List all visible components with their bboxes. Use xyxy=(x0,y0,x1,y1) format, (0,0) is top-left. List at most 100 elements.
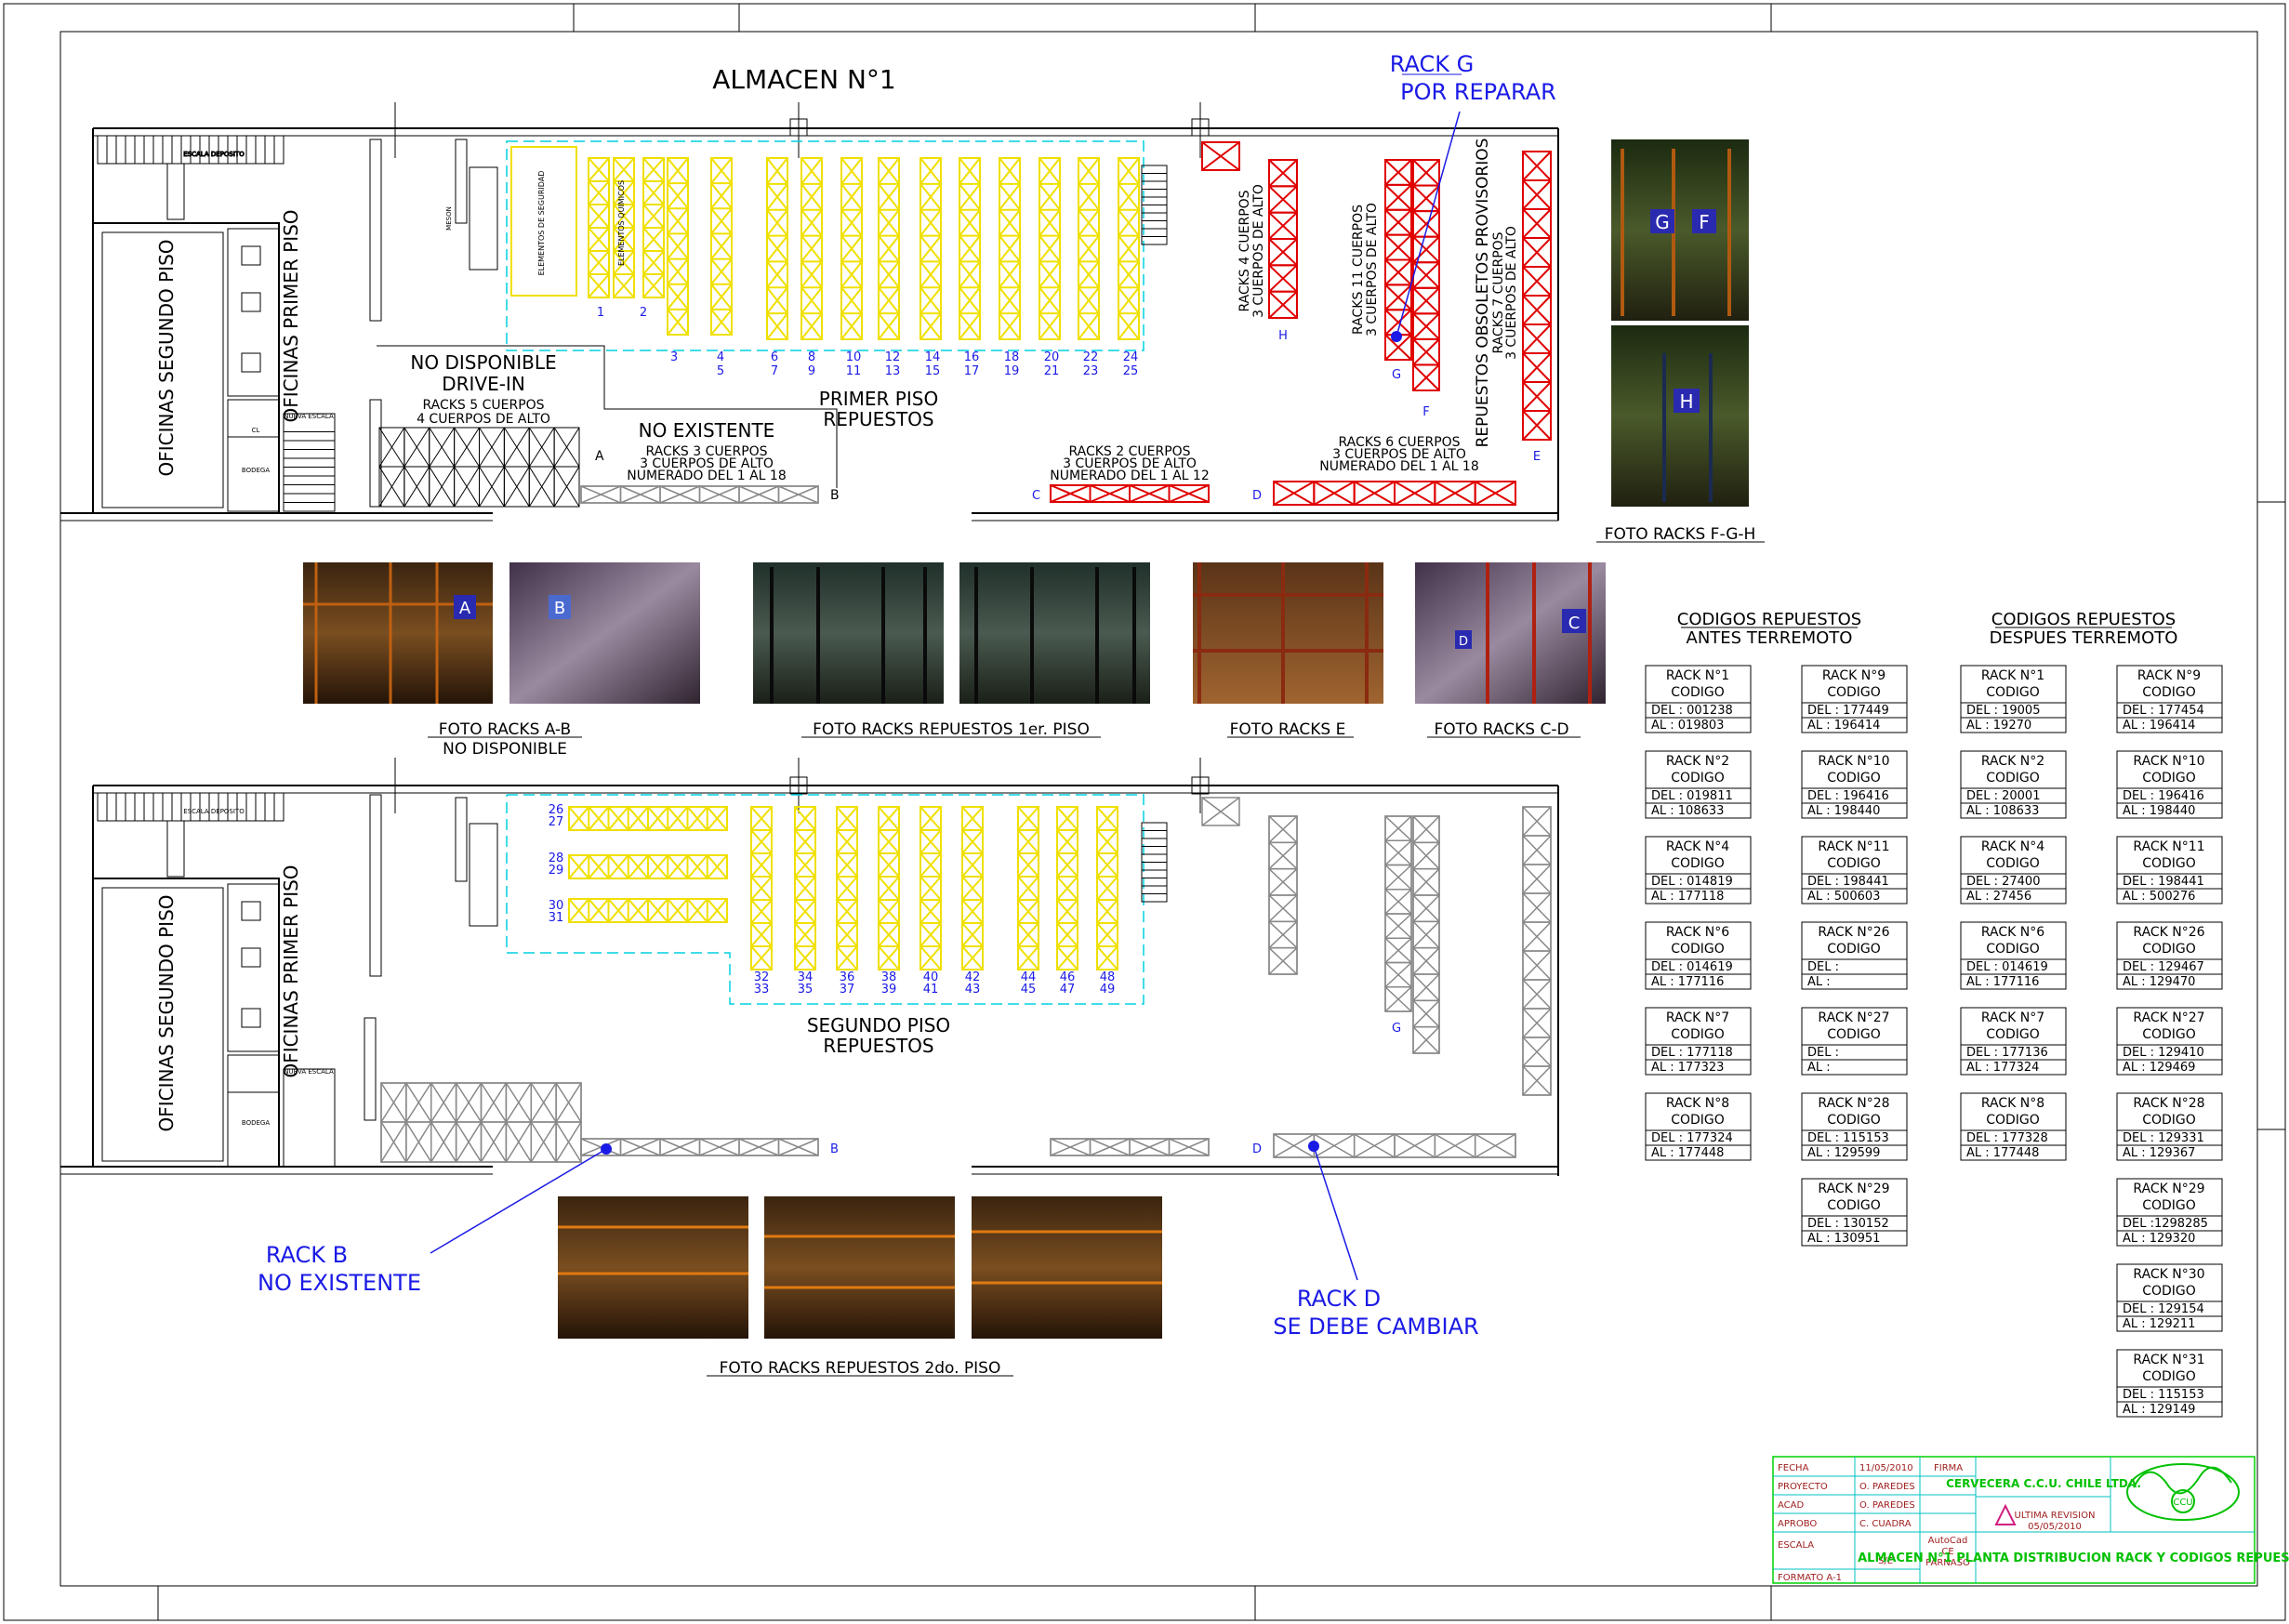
svg-text:ULTIMA REVISION: ULTIMA REVISION xyxy=(2015,1511,2096,1521)
svg-text:CODIGO: CODIGO xyxy=(1827,771,1881,786)
svg-text:AL : 196414: AL : 196414 xyxy=(2123,719,2195,733)
svg-text:AL : 129149: AL : 129149 xyxy=(2123,1403,2195,1417)
rack-number: 49 xyxy=(1100,983,1116,997)
svg-text:RACKS 5 CUERPOS: RACKS 5 CUERPOS xyxy=(422,398,544,413)
no-disponible-label: NO DISPONIBLE xyxy=(410,351,556,374)
svg-text:DEL : 129410: DEL : 129410 xyxy=(2123,1046,2204,1060)
rack-number: 11 xyxy=(846,364,862,378)
floor2-cyan-zone xyxy=(506,794,1144,1005)
svg-text:RACK N°8: RACK N°8 xyxy=(1981,1096,2044,1111)
svg-text:DEL :: DEL : xyxy=(1807,960,1839,974)
rack-number: 44 xyxy=(1021,970,1037,984)
svg-text:DEL : 196416: DEL : 196416 xyxy=(1807,789,1889,803)
rack-number: 19 xyxy=(1004,364,1020,378)
svg-text:11/05/2010: 11/05/2010 xyxy=(1859,1463,1913,1473)
svg-text:RACK N°11: RACK N°11 xyxy=(1818,839,1889,854)
svg-text:RACKS 4 CUERPOS: RACKS 4 CUERPOS xyxy=(1237,190,1252,311)
rack-number: 41 xyxy=(923,983,939,997)
svg-text:DEL : 177118: DEL : 177118 xyxy=(1651,1046,1733,1060)
rack-number: 24 xyxy=(1123,350,1139,364)
photo-gallery: G F H FOTO RACKS F-G-H A B FOTO RACKS A-… xyxy=(303,139,1765,1378)
rack-number: 6 xyxy=(771,350,778,364)
svg-text:RACK N°6: RACK N°6 xyxy=(1981,925,2044,940)
svg-text:CODIGO: CODIGO xyxy=(2142,1369,2196,1384)
title-block: FECHA PROYECTO ACAD APROBO ESCALA FORMAT… xyxy=(1772,1456,2289,1584)
svg-text:4 CUERPOS DE ALTO: 4 CUERPOS DE ALTO xyxy=(417,412,550,427)
svg-text:CODIGO: CODIGO xyxy=(1986,1113,2040,1128)
svg-text:DEL : 177454: DEL : 177454 xyxy=(2123,704,2204,718)
svg-text:ESCALA: ESCALA xyxy=(1778,1540,1814,1551)
svg-text:CODIGO: CODIGO xyxy=(2142,1027,2196,1042)
svg-text:DEL : 198441: DEL : 198441 xyxy=(2123,875,2204,889)
rack-number: 14 xyxy=(925,350,941,364)
svg-text:RACK N°29: RACK N°29 xyxy=(1818,1182,1889,1196)
svg-text:ACAD: ACAD xyxy=(1778,1500,1804,1511)
svg-text:H: H xyxy=(1679,390,1693,413)
svg-text:ESCALA DEPOSITO: ESCALA DEPOSITO xyxy=(183,151,245,158)
svg-text:RACKS 2 CUERPOS: RACKS 2 CUERPOS xyxy=(1068,444,1190,459)
svg-text:AL : 108633: AL : 108633 xyxy=(1651,804,1724,818)
ccu-logo: CCU xyxy=(2126,1463,2240,1521)
company-name: CERVECERA C.C.U. CHILE LTDA. xyxy=(1946,1477,2141,1490)
svg-text:DEL :1298285: DEL :1298285 xyxy=(2123,1217,2208,1231)
rack-number: 33 xyxy=(754,983,770,997)
svg-text:CODIGO: CODIGO xyxy=(1827,1027,1881,1042)
rack-number: 17 xyxy=(964,364,980,378)
photo-racks-fg xyxy=(1611,139,1749,321)
svg-text:DEL : 019811: DEL : 019811 xyxy=(1651,789,1733,803)
sheet-border xyxy=(3,3,2286,1621)
svg-text:RACK N°10: RACK N°10 xyxy=(2133,754,2204,769)
svg-text:DEL : 115153: DEL : 115153 xyxy=(1807,1131,1889,1145)
svg-text:AL : 19270: AL : 19270 xyxy=(1966,719,2031,733)
svg-text:RACK N°4: RACK N°4 xyxy=(1981,839,2044,854)
rack-number: 13 xyxy=(885,364,901,378)
svg-text:REPUESTOS: REPUESTOS xyxy=(823,1035,933,1057)
svg-text:DEL : 014619: DEL : 014619 xyxy=(1651,960,1733,974)
rack-number: 40 xyxy=(923,970,939,984)
svg-text:RACK N°2: RACK N°2 xyxy=(1666,754,1729,769)
rack-number: 48 xyxy=(1100,970,1116,984)
svg-text:NUMERADO DEL 1 AL 18: NUMERADO DEL 1 AL 18 xyxy=(1319,459,1479,474)
svg-text:RACK N°1: RACK N°1 xyxy=(1666,668,1729,683)
rack-number: 31 xyxy=(549,911,564,925)
svg-text:D: D xyxy=(1252,1142,1262,1156)
svg-text:AL : 500603: AL : 500603 xyxy=(1807,890,1880,904)
rack-number: 42 xyxy=(965,970,981,984)
antes-title: CODIGOS REPUESTOS xyxy=(1677,610,1861,629)
svg-text:DEL : 177328: DEL : 177328 xyxy=(1966,1131,2048,1145)
svg-text:CODIGO: CODIGO xyxy=(1827,1113,1881,1128)
floor1-yellow-racks xyxy=(588,157,1140,340)
floor-2-plan: ESCALA DEPOSITO OFICINAS SEGUNDO PISO OF… xyxy=(60,758,1559,1340)
svg-text:AL : 129599: AL : 129599 xyxy=(1807,1146,1880,1160)
svg-text:CCU: CCU xyxy=(2173,1498,2192,1508)
rack-number: 8 xyxy=(808,350,815,364)
svg-text:05/05/2010: 05/05/2010 xyxy=(2028,1522,2082,1532)
svg-text:CODIGO: CODIGO xyxy=(2142,1198,2196,1213)
caption-fgh: FOTO RACKS F-G-H xyxy=(1605,525,1756,544)
svg-text:3 CUERPOS DE ALTO: 3 CUERPOS DE ALTO xyxy=(1332,447,1466,462)
photo-repuestos-2a xyxy=(558,1196,748,1339)
svg-text:H: H xyxy=(1278,329,1288,343)
rack-seguridad xyxy=(510,146,577,297)
svg-text:DESPUES TERREMOTO: DESPUES TERREMOTO xyxy=(1990,628,2178,648)
svg-text:3 CUERPOS DE ALTO: 3 CUERPOS DE ALTO xyxy=(1251,184,1266,318)
svg-text:RACK N°6: RACK N°6 xyxy=(1666,925,1729,940)
svg-text:RACK N°11: RACK N°11 xyxy=(2133,839,2204,854)
rack-b-note-sub: NO EXISTENTE xyxy=(258,1270,421,1296)
rack-number: 39 xyxy=(881,983,897,997)
